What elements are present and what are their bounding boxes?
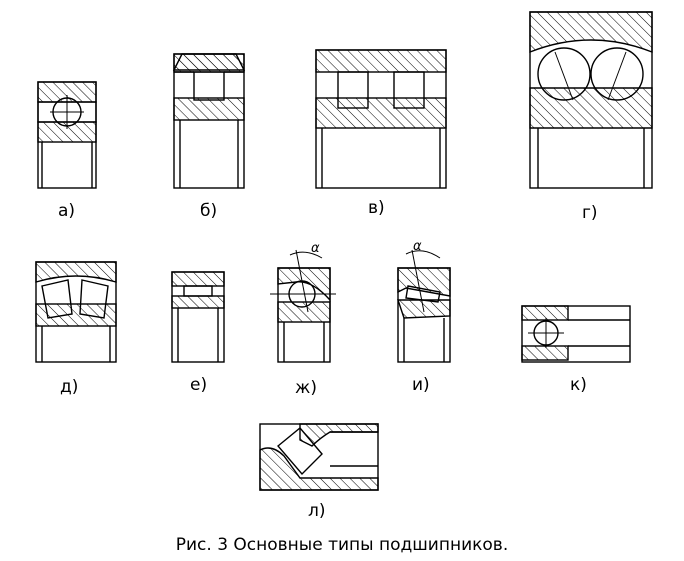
label-k: к) (570, 375, 587, 395)
bearing-i-tapered-roller (397, 249, 451, 363)
bearing-b-cylindrical-roller (172, 53, 246, 189)
bearing-k-thrust-ball (521, 305, 631, 363)
angle-label-i: α (413, 239, 422, 254)
figure-caption: Рис. 3 Основные типы подшипников. (176, 535, 508, 555)
label-v: в) (368, 198, 385, 218)
bearing-zh-angular-contact-ball (270, 249, 336, 363)
bearing-v-double-row-roller (315, 49, 447, 189)
bearing-l-spherical-thrust (259, 423, 379, 491)
bearing-d-spherical-roller (35, 261, 117, 363)
bearing-e-needle-roller (171, 271, 225, 363)
angle-label-zh: α (311, 241, 320, 256)
label-e: е) (190, 375, 207, 395)
label-d: д) (60, 377, 78, 397)
label-l: л) (308, 501, 326, 521)
label-zh: ж) (295, 378, 317, 398)
label-a: а) (58, 201, 75, 221)
label-g: г) (582, 203, 598, 223)
label-b: б) (200, 201, 217, 221)
bearing-a-deep-groove-ball (37, 81, 97, 189)
label-i: и) (412, 375, 430, 395)
bearing-g-self-aligning-ball (529, 11, 653, 189)
